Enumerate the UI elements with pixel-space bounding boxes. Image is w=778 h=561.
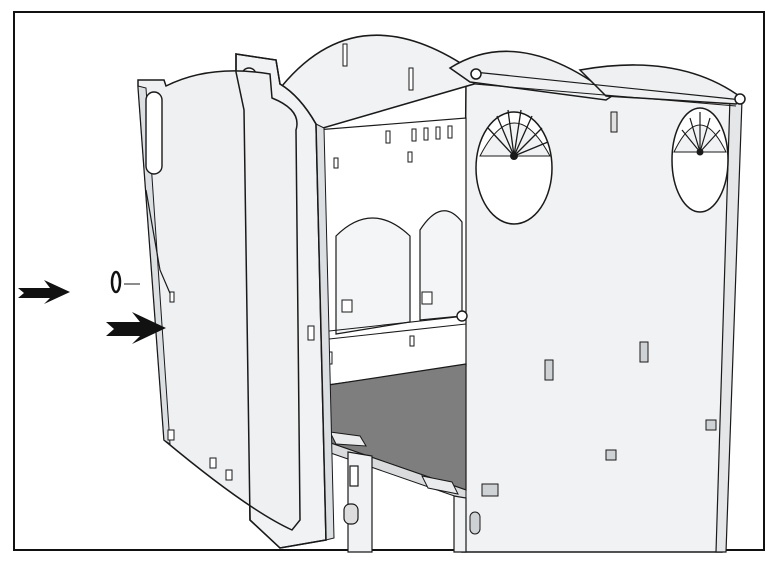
front-panel-overlay: [235, 53, 327, 549]
round-window-right: [671, 107, 729, 213]
box-interior: [315, 117, 468, 387]
arrow-right-icon: [106, 312, 166, 344]
support-legs: [343, 451, 467, 553]
washer: [110, 270, 140, 294]
roof-arches: [281, 34, 746, 133]
arrow-right-icon: [18, 280, 70, 304]
round-window-left: [475, 109, 553, 225]
side-panel: [137, 70, 301, 531]
insert-arrow-2: [106, 312, 166, 344]
wall-slots: [469, 341, 717, 535]
insert-arrow-1: [18, 280, 70, 304]
